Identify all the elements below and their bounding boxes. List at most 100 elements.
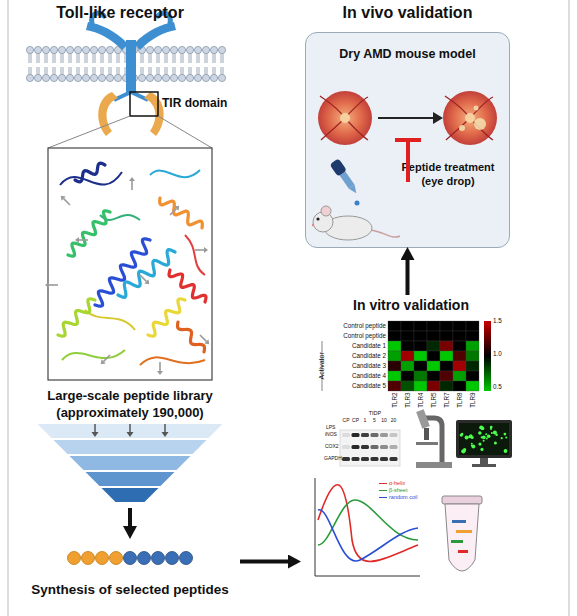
screening-funnel bbox=[162, 432, 169, 437]
column-label: TLR5 bbox=[430, 392, 437, 416]
heatmap bbox=[388, 331, 401, 341]
cell-membrane bbox=[109, 53, 110, 63]
retina-image bbox=[474, 106, 479, 111]
imaging-monitor bbox=[494, 441, 497, 444]
cell-membrane bbox=[103, 53, 104, 63]
cell-membrane bbox=[183, 53, 184, 63]
cell-membrane bbox=[194, 46, 201, 53]
binding-site-arrow bbox=[79, 239, 88, 241]
receptor-illustration bbox=[98, 92, 118, 136]
western-blot bbox=[352, 433, 360, 437]
imaging-monitor bbox=[491, 432, 493, 434]
retina-image bbox=[320, 96, 368, 140]
binding-site-arrow bbox=[159, 362, 161, 371]
receptor-illustration bbox=[48, 13, 212, 148]
heatmap bbox=[388, 321, 401, 331]
cell-membrane bbox=[106, 74, 113, 81]
cell-membrane bbox=[178, 46, 185, 53]
cell-membrane bbox=[74, 74, 81, 81]
retina-image bbox=[474, 118, 486, 130]
cell-membrane bbox=[71, 67, 72, 75]
western-blot bbox=[380, 457, 388, 461]
callout-label: TIR domain bbox=[162, 97, 242, 110]
retina-image bbox=[445, 96, 493, 140]
cell-membrane bbox=[111, 53, 112, 63]
imaging-monitor bbox=[478, 443, 481, 446]
cell-membrane bbox=[181, 67, 182, 75]
cell-membrane bbox=[183, 67, 184, 75]
cell-membrane bbox=[61, 53, 62, 63]
cell-membrane bbox=[95, 53, 96, 63]
cell-membrane bbox=[199, 67, 200, 75]
western-blot bbox=[342, 433, 350, 437]
heatmap bbox=[466, 341, 479, 351]
heatmap bbox=[414, 321, 427, 331]
cell-membrane bbox=[213, 67, 214, 75]
cell-membrane bbox=[31, 67, 32, 75]
blot-label: iNOS bbox=[325, 432, 341, 438]
row-label: Control peptide bbox=[328, 323, 386, 330]
cell-membrane bbox=[175, 67, 176, 75]
heatmap bbox=[414, 371, 427, 381]
protein-ribbon bbox=[58, 299, 95, 336]
imaging-monitor bbox=[469, 434, 472, 437]
blot-label: LPS bbox=[326, 425, 342, 431]
cd-spectrum-chart bbox=[318, 510, 418, 561]
blot-label: GAPDH bbox=[324, 456, 341, 462]
imaging-monitor bbox=[465, 435, 469, 439]
binding-site-arrow bbox=[195, 249, 204, 251]
peptide-beads bbox=[82, 552, 95, 565]
heatmap bbox=[414, 351, 427, 361]
heatmap bbox=[466, 381, 479, 391]
heatmap bbox=[427, 381, 440, 391]
peptide-beads bbox=[96, 552, 109, 565]
western-blot bbox=[390, 433, 398, 437]
cell-membrane bbox=[215, 53, 216, 63]
cd-spectrum-chart bbox=[318, 500, 418, 545]
heatmap bbox=[388, 351, 401, 361]
color-scale-bar bbox=[484, 321, 491, 391]
panel-title: Toll-like receptor bbox=[20, 4, 220, 22]
screening-funnel bbox=[54, 440, 207, 454]
cell-membrane bbox=[90, 74, 97, 81]
tir-structure-box bbox=[48, 148, 212, 380]
imaging-monitor bbox=[480, 448, 483, 451]
cell-membrane bbox=[149, 53, 150, 63]
scale-value: 1.5 bbox=[493, 318, 513, 325]
peptide-beads bbox=[68, 552, 81, 565]
cell-membrane bbox=[175, 53, 176, 63]
cell-membrane bbox=[173, 53, 174, 63]
cell-membrane bbox=[98, 46, 105, 53]
cell-membrane bbox=[47, 67, 48, 75]
row-label: Candidate 1 bbox=[328, 343, 386, 350]
heatmap bbox=[388, 371, 401, 381]
cell-membrane bbox=[69, 53, 70, 63]
binding-site-arrow bbox=[131, 181, 133, 190]
protein-ribbon bbox=[169, 270, 206, 302]
receptor-illustration bbox=[114, 92, 148, 100]
flow-arrow bbox=[240, 560, 294, 564]
western-blot bbox=[390, 445, 398, 449]
western-blot bbox=[390, 457, 398, 461]
cell-membrane bbox=[77, 67, 78, 75]
cell-membrane bbox=[93, 67, 94, 75]
cell-membrane bbox=[29, 53, 30, 63]
cell-membrane bbox=[170, 74, 177, 81]
imaging-monitor bbox=[471, 443, 473, 445]
binding-site-arrow bbox=[170, 209, 176, 215]
retina-image bbox=[465, 113, 475, 123]
cell-membrane bbox=[167, 67, 168, 75]
heatmap bbox=[440, 351, 453, 361]
retina-image bbox=[443, 91, 497, 145]
cell-membrane bbox=[42, 74, 49, 81]
cell-membrane bbox=[103, 67, 104, 75]
cell-membrane bbox=[207, 53, 208, 63]
cell-membrane bbox=[194, 74, 201, 81]
cell-membrane bbox=[165, 53, 166, 63]
peptide-beads bbox=[138, 552, 151, 565]
imaging-monitor bbox=[483, 440, 485, 442]
sample-tube bbox=[456, 530, 472, 533]
